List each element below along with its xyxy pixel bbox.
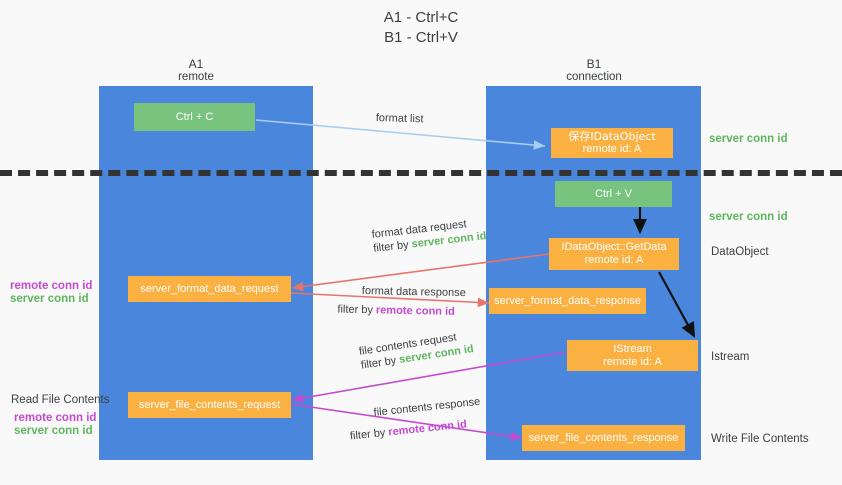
- node-server-format-data-response-label: server_format_data_response: [494, 294, 641, 307]
- node-ctrl-v[interactable]: Ctrl + V: [555, 181, 672, 207]
- label-istream: Istream: [711, 351, 750, 363]
- divider-dashed-line: [0, 170, 842, 176]
- node-server-file-contents-response-label: server_file_contents_response: [528, 431, 679, 444]
- edge-label-format-data-response-filter: filter by remote conn id: [337, 302, 465, 319]
- arrow-format-list: [255, 119, 546, 150]
- node-ctrl-c-label: Ctrl + C: [175, 110, 214, 123]
- filter-prefix: filter by: [337, 303, 377, 317]
- node-server-file-contents-request-label: server_file_contents_request: [138, 398, 281, 411]
- node-istream-line1: IStream: [613, 342, 652, 355]
- node-ctrl-v-label: Ctrl + V: [595, 187, 632, 200]
- node-istream[interactable]: IStream remote id: A: [567, 340, 698, 371]
- label-remote-conn-id-lower: remote conn id: [14, 412, 97, 424]
- label-server-conn-id-lower: server conn id: [14, 425, 93, 437]
- column-header-b1: B1 connection: [514, 58, 674, 84]
- arrow-file-contents-response: [289, 403, 523, 442]
- label-server-conn-id-top: server conn id: [709, 133, 788, 145]
- node-idataobject-getdata-line2: remote id: A: [584, 254, 644, 266]
- arrow-format-data-request: [291, 253, 550, 292]
- label-server-conn-id-mid: server conn id: [709, 211, 788, 223]
- column-b1-name: B1: [586, 57, 602, 71]
- node-save-idataobject-line1: 保存IDataObject: [568, 130, 656, 143]
- column-header-a1: A1 remote: [116, 58, 276, 84]
- edge-label-format-data-response-title: format data response: [361, 284, 466, 300]
- node-ctrl-c[interactable]: Ctrl + C: [134, 103, 255, 131]
- node-server-format-data-request[interactable]: server_format_data_request: [128, 276, 291, 302]
- label-write-file-contents: Write File Contents: [711, 433, 809, 445]
- column-b1-sub: connection: [566, 71, 622, 83]
- edge-label-format-list: format list: [376, 111, 424, 126]
- title-line-1: A1 - Ctrl+C: [383, 9, 459, 26]
- node-idataobject-getdata[interactable]: IDataObject::GetData remote id: A: [549, 238, 679, 270]
- node-server-file-contents-request[interactable]: server_file_contents_request: [128, 392, 291, 418]
- arrow-format-data-response: [289, 292, 490, 308]
- node-save-idataobject-line2: remote id: A: [582, 143, 642, 155]
- node-idataobject-getdata-line1: IDataObject::GetData: [561, 241, 667, 253]
- label-read-file-contents: Read File Contents: [11, 394, 110, 406]
- edge-label-format-data-response: format data response filter by remote co…: [337, 284, 466, 319]
- label-server-conn-id-upper: server conn id: [10, 293, 89, 305]
- column-a1-sub: remote: [178, 71, 214, 83]
- node-server-format-data-request-label: server_format_data_request: [140, 282, 279, 295]
- column-a1-name: A1: [188, 57, 204, 71]
- filter-prefix: filter by: [349, 426, 390, 443]
- label-dataobject: DataObject: [711, 246, 769, 258]
- filter-value-remote-conn-id: remote conn id: [375, 304, 455, 318]
- arrow-file-contents-request: [291, 351, 567, 403]
- page-title: A1 - Ctrl+C B1 - Ctrl+V: [0, 8, 842, 48]
- title-line-2: B1 - Ctrl+V: [384, 29, 458, 46]
- edge-label-format-list-text: format list: [375, 111, 424, 126]
- node-istream-line2: remote id: A: [603, 355, 662, 368]
- node-server-file-contents-response[interactable]: server_file_contents_response: [522, 425, 685, 451]
- arrow-getdata-to-istream: [658, 271, 696, 338]
- node-server-format-data-response[interactable]: server_format_data_response: [489, 288, 646, 314]
- label-remote-conn-id-upper: remote conn id: [10, 280, 93, 292]
- node-save-idataobject[interactable]: 保存IDataObject remote id: A: [551, 128, 673, 158]
